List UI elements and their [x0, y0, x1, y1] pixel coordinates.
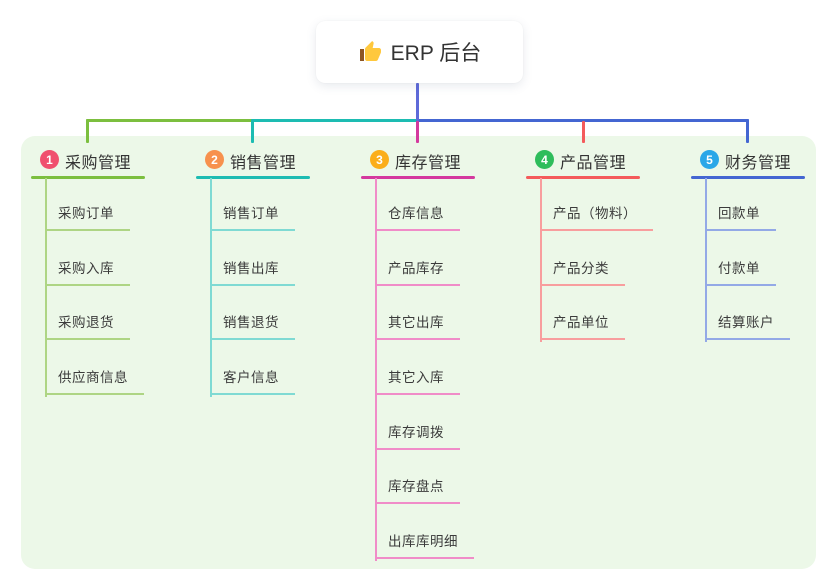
branch-number-badge: 4 [535, 150, 554, 169]
tree-node[interactable]: 其它入库 [375, 368, 460, 395]
tree-node[interactable]: 回款单 [705, 204, 776, 231]
branch-underline [196, 176, 310, 179]
branch-connector-line [746, 119, 749, 143]
root-node[interactable]: ERP 后台 [316, 21, 523, 83]
tree-node[interactable]: 采购退货 [45, 313, 130, 340]
branch-connector-line [582, 121, 585, 143]
root-connector-line [416, 83, 419, 121]
branch-connector-line [86, 119, 254, 122]
tree-node[interactable]: 库存盘点 [375, 477, 460, 504]
branch-title[interactable]: 财务管理 [725, 155, 792, 172]
tree-node[interactable]: 供应商信息 [45, 368, 144, 395]
tree-node[interactable]: 采购订单 [45, 204, 130, 231]
thumbs-up-icon [358, 40, 382, 64]
branch-connector-line [86, 119, 89, 143]
branch-number-badge: 3 [370, 150, 389, 169]
tree-node[interactable]: 产品分类 [540, 259, 625, 286]
branch-child-connector [210, 178, 212, 397]
tree-node[interactable]: 仓库信息 [375, 204, 460, 231]
mindmap-background-panel [21, 136, 816, 569]
branch-child-connector [540, 178, 542, 342]
tree-node[interactable]: 客户信息 [210, 368, 295, 395]
branch-underline [526, 176, 640, 179]
tree-node[interactable]: 销售订单 [210, 204, 295, 231]
branch-title[interactable]: 库存管理 [395, 155, 462, 172]
branch-child-connector [705, 178, 707, 342]
branch-child-connector [375, 178, 377, 561]
tree-node[interactable]: 销售出库 [210, 259, 295, 286]
branch-number-badge: 5 [700, 150, 719, 169]
tree-node[interactable]: 付款单 [705, 259, 776, 286]
branch-underline [361, 176, 475, 179]
root-title: ERP 后台 [390, 42, 482, 65]
branch-number-badge: 1 [40, 150, 59, 169]
branch-number-badge: 2 [205, 150, 224, 169]
tree-node[interactable]: 结算账户 [705, 313, 790, 340]
tree-node[interactable]: 库存调拨 [375, 423, 460, 450]
tree-node[interactable]: 产品单位 [540, 313, 625, 340]
tree-node[interactable]: 采购入库 [45, 259, 130, 286]
branch-title[interactable]: 销售管理 [230, 155, 297, 172]
tree-node[interactable]: 产品库存 [375, 259, 460, 286]
branch-child-connector [45, 178, 47, 397]
tree-node[interactable]: 出库库明细 [375, 532, 474, 559]
branch-connector-line [416, 121, 419, 143]
branch-connector-line [416, 119, 749, 122]
branch-title[interactable]: 采购管理 [65, 155, 132, 172]
tree-node[interactable]: 产品（物料） [540, 204, 653, 231]
branch-title[interactable]: 产品管理 [560, 155, 627, 172]
tree-node[interactable]: 其它出库 [375, 313, 460, 340]
branch-connector-line [251, 119, 254, 143]
branch-connector-line [251, 119, 419, 122]
branch-underline [691, 176, 805, 179]
tree-node[interactable]: 销售退货 [210, 313, 295, 340]
branch-underline [31, 176, 145, 179]
